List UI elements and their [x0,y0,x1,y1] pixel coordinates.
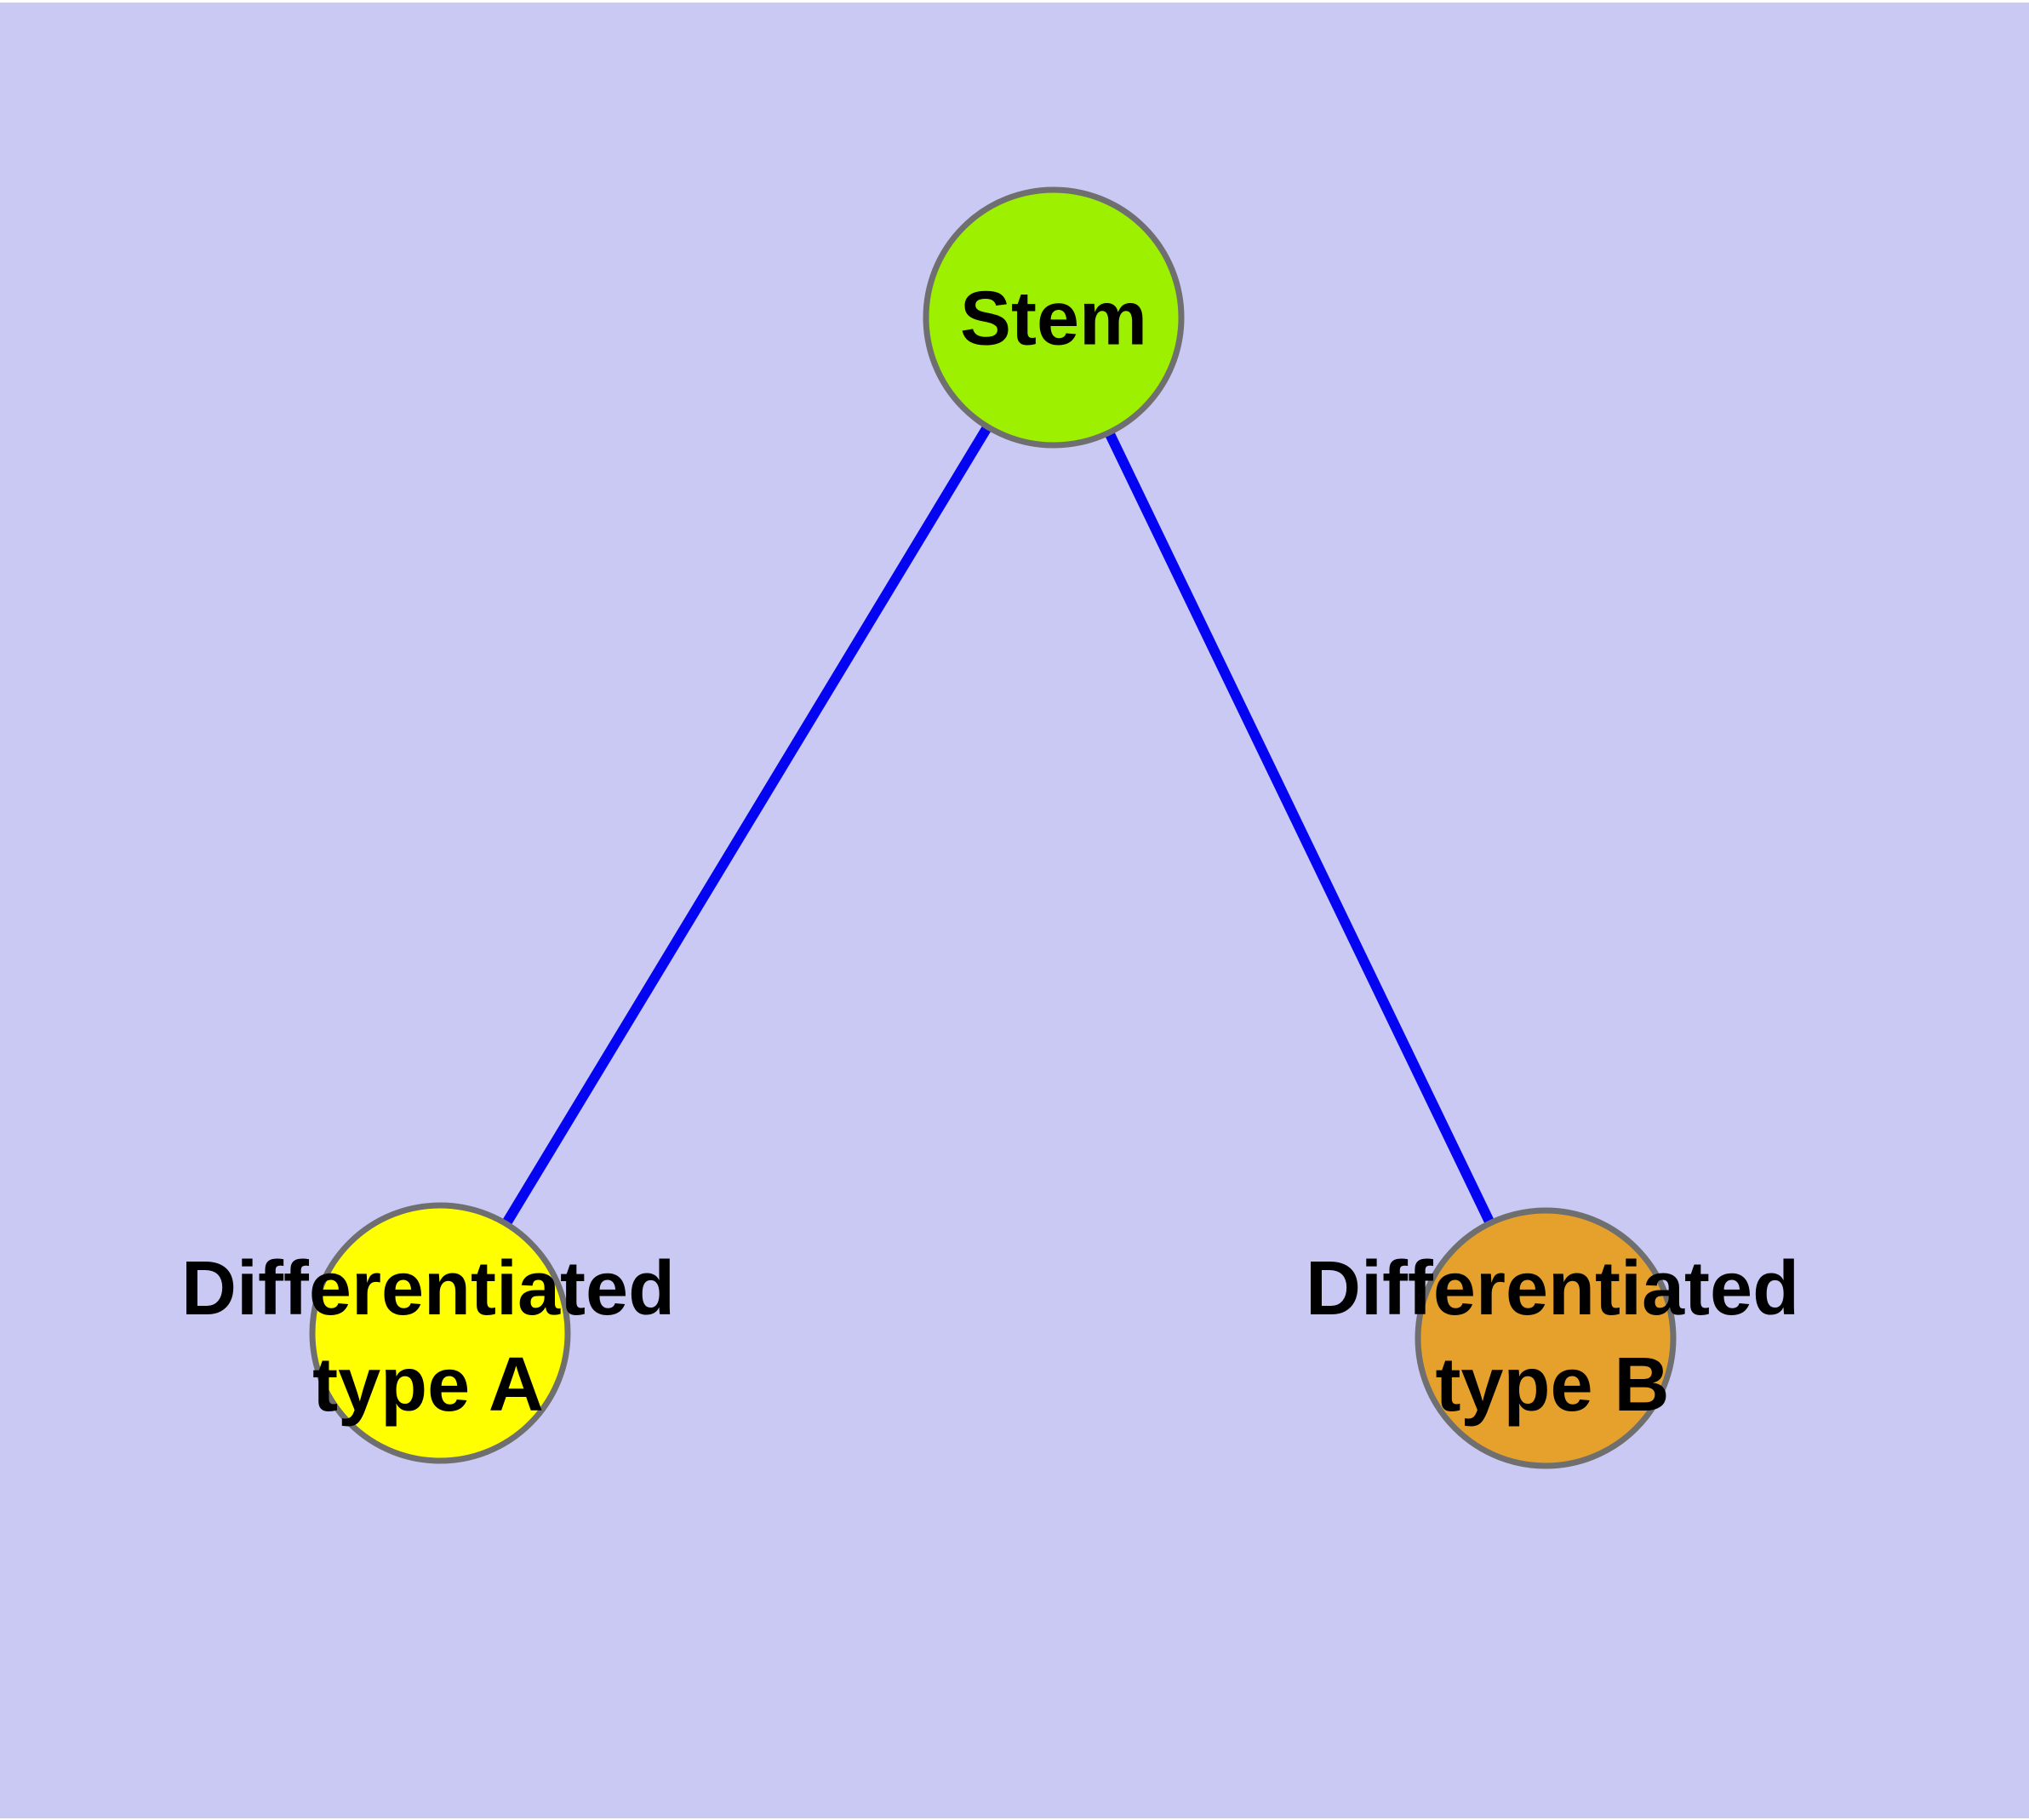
node-a-label-line-1: Differentiated [180,1246,676,1331]
node-b-label-line-1: Differentiated [1305,1246,1800,1331]
node-stem-label: Stem [960,272,1147,368]
node-stem-label-line: Stem [959,276,1148,362]
node-differentiated-type-a-label: Differentiated type A [181,1241,675,1434]
node-differentiated-type-b [1415,1207,1677,1469]
node-differentiated-type-b-label: Differentiated type B [1306,1241,1799,1434]
node-stem [923,186,1185,449]
edge-stem-to-type-a [435,314,1059,1336]
edge-stem-to-type-b [1049,315,1551,1341]
node-b-label-line-2: type B [1435,1342,1670,1428]
node-a-label-line-2: type A [312,1342,544,1428]
node-differentiated-type-a [309,1202,571,1464]
